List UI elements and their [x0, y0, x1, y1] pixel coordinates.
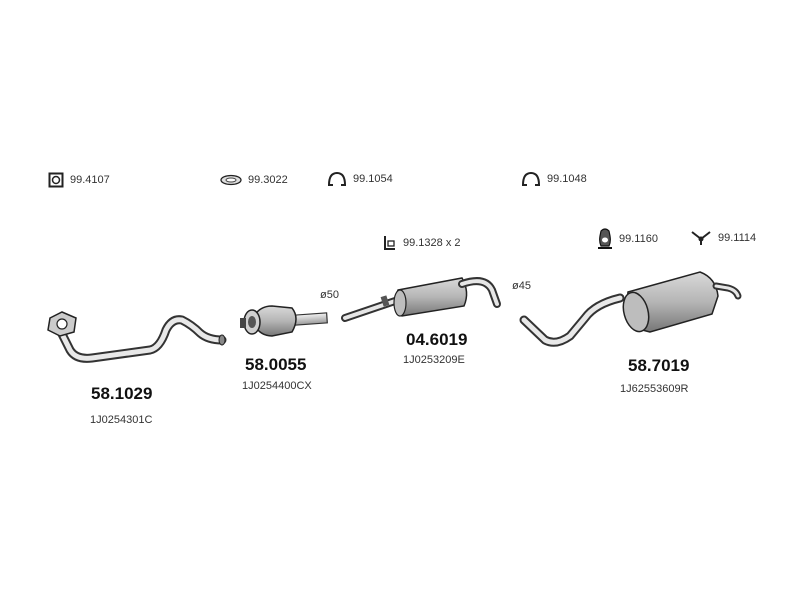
hardware-code: 99.1114	[718, 232, 757, 244]
hardware-item-99-3022: 99.3022	[220, 174, 288, 186]
hardware-code: 99.1054	[353, 173, 393, 185]
catalytic-converter-drawing	[240, 305, 328, 337]
part-number: 04.6019	[406, 330, 468, 349]
hardware-item-99-1328: 99.1328 x 2	[383, 235, 461, 251]
hardware-code: 99.3022	[248, 174, 288, 186]
middle-silencer-drawing	[341, 277, 501, 322]
pipe-clamp-icon	[328, 171, 346, 186]
part-number: 58.1029	[91, 384, 153, 403]
rear-silencer-drawing	[519, 271, 742, 347]
hardware-item-99-4107: 99.4107	[48, 172, 110, 188]
hardware-code: 99.1048	[547, 173, 587, 185]
diameter-label: ø45	[512, 280, 531, 292]
hardware-item-99-1048: 99.1048	[521, 170, 587, 188]
part-number: 58.0055	[245, 355, 307, 374]
pipe-clamp-icon	[522, 171, 540, 186]
hardware-code: 99.4107	[70, 174, 110, 186]
front-pipe-drawing	[47, 311, 227, 363]
oem-reference: 1J62553609R	[620, 383, 689, 395]
hardware-code: 99.1160	[619, 233, 658, 245]
hardware-item-99-1160: 99.1160	[597, 228, 658, 250]
rubber-mount-icon	[598, 228, 612, 249]
diameter-label: ø50	[320, 289, 339, 301]
hardware-item-99-1054: 99.1054	[327, 170, 393, 188]
part-number: 58.7019	[628, 356, 690, 375]
gasket-ring-icon	[220, 174, 242, 186]
oem-reference: 1J0254400CX	[242, 380, 312, 392]
hanger-y-icon	[691, 231, 711, 245]
clamp-square-icon	[48, 172, 64, 188]
hardware-code: 99.1328 x 2	[403, 237, 461, 249]
oem-reference: 1J0254301C	[90, 414, 153, 426]
oem-reference: 1J0253209E	[403, 354, 465, 366]
hardware-item-99-1114: 99.1114	[690, 230, 756, 246]
bracket-icon	[384, 236, 395, 250]
